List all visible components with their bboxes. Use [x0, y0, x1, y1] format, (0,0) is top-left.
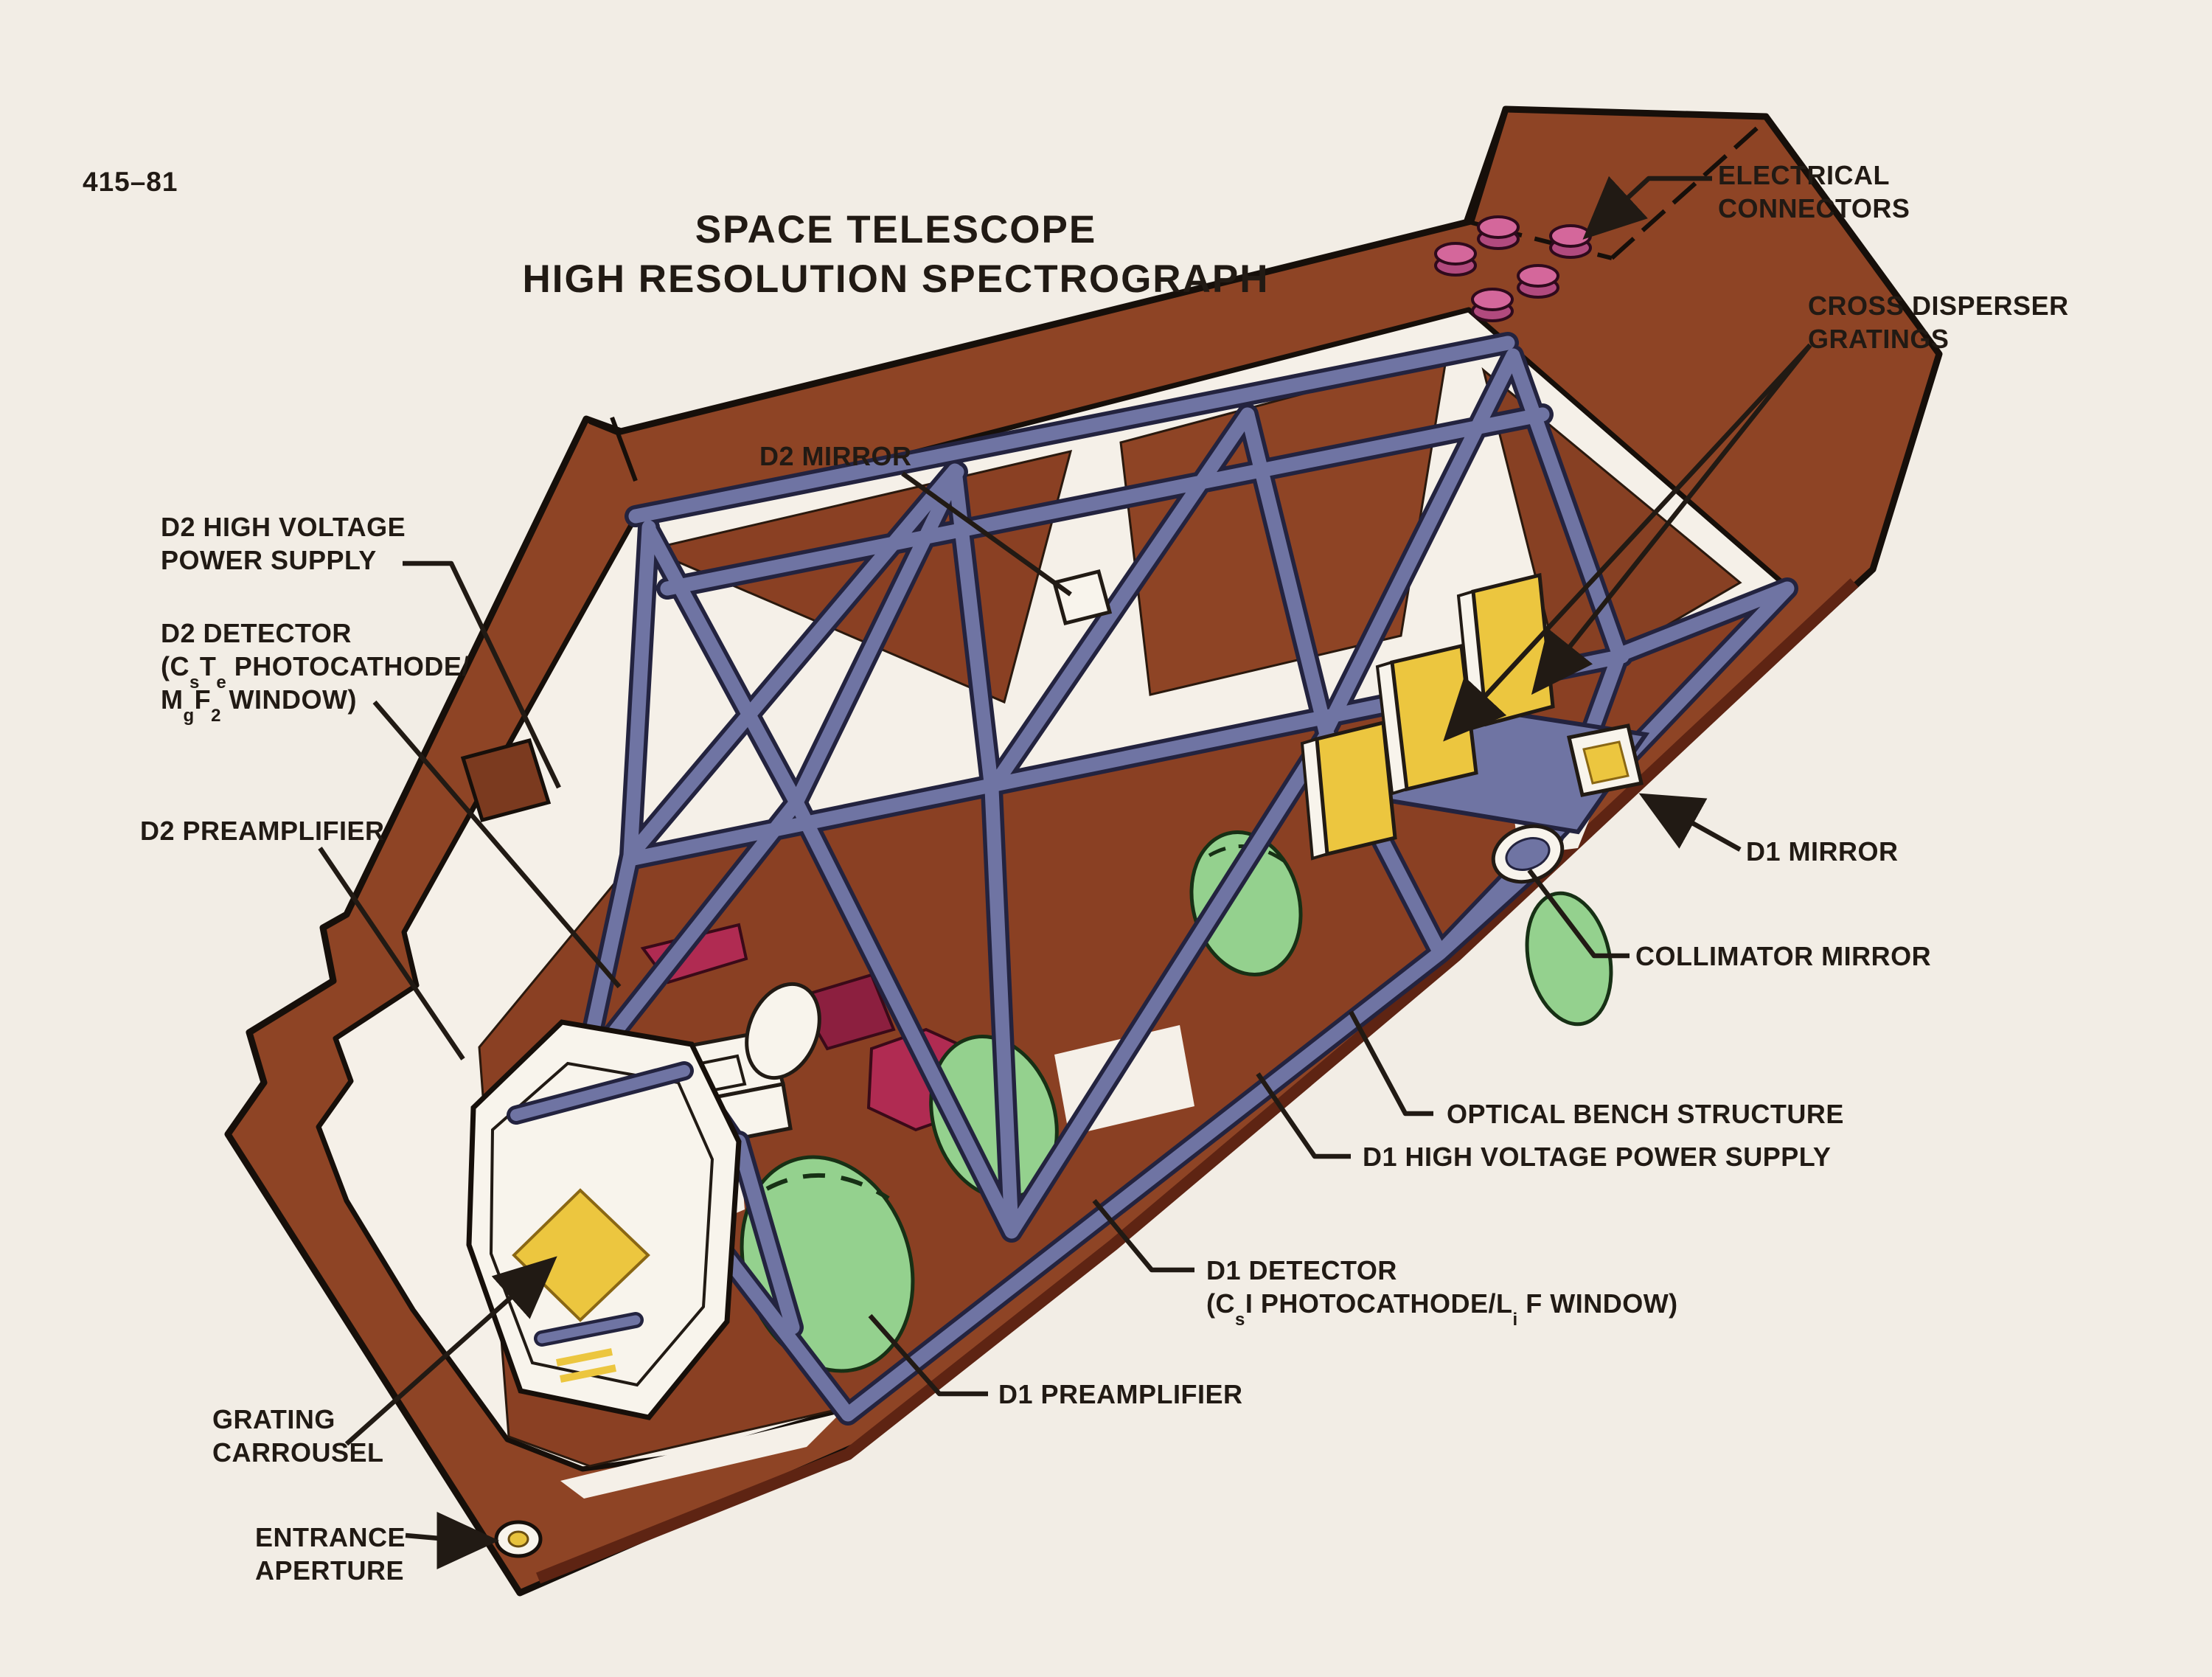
label-entrance-aperture: ENTRANCE APERTURE — [255, 1522, 406, 1586]
electrical-connectors-graphic — [1434, 117, 1769, 322]
d2-preamplifier-graphic — [1189, 830, 1303, 976]
label-d2-preamplifier: D2 PREAMPLIFIER — [140, 816, 385, 846]
d2-power-supply-graphic — [460, 737, 552, 823]
d1-mirror-graphic — [1566, 723, 1644, 797]
label-d2-detector: D2 DETECTOR (CsTe PHOTOCATHODE/ MgF2 WIN… — [161, 618, 470, 726]
label-electrical-connectors: ELECTRICAL CONNECTORS — [1718, 160, 1910, 223]
page-title: SPACE TELESCOPE HIGH RESOLUTION SPECTROG… — [472, 205, 1320, 304]
leader-lines — [318, 176, 1812, 1569]
label-d2-high-voltage-power-supply: D2 HIGH VOLTAGE POWER SUPPLY — [161, 512, 406, 575]
label-d1-high-voltage-power-supply: D1 HIGH VOLTAGE POWER SUPPLY — [1363, 1142, 1832, 1172]
entrance-aperture-graphic — [494, 1520, 543, 1558]
label-cross-disperser-gratings: CROSS DISPERSER GRATINGS — [1808, 291, 2069, 354]
label-grating-carrousel: GRATING CARROUSEL — [212, 1404, 384, 1468]
label-collimator-mirror: COLLIMATOR MIRROR — [1635, 941, 1932, 971]
label-d1-mirror: D1 MIRROR — [1746, 836, 1899, 867]
label-d1-detector: D1 DETECTOR (CsI PHOTOCATHODE/Li F WINDO… — [1206, 1255, 1678, 1330]
d2-mirror-graphic — [1051, 569, 1113, 626]
label-d2-mirror: D2 MIRROR — [759, 441, 912, 471]
figure-number: 415–81 — [83, 167, 178, 197]
page-title-line2: HIGH RESOLUTION SPECTROGRAPH — [522, 257, 1270, 301]
collimator-mirror-graphic — [1491, 824, 1565, 884]
label-d1-preamplifier: D1 PREAMPLIFIER — [998, 1379, 1243, 1409]
page-title-line1: SPACE TELESCOPE — [695, 208, 1097, 251]
label-optical-bench-structure: OPTICAL BENCH STRUCTURE — [1447, 1099, 1844, 1129]
